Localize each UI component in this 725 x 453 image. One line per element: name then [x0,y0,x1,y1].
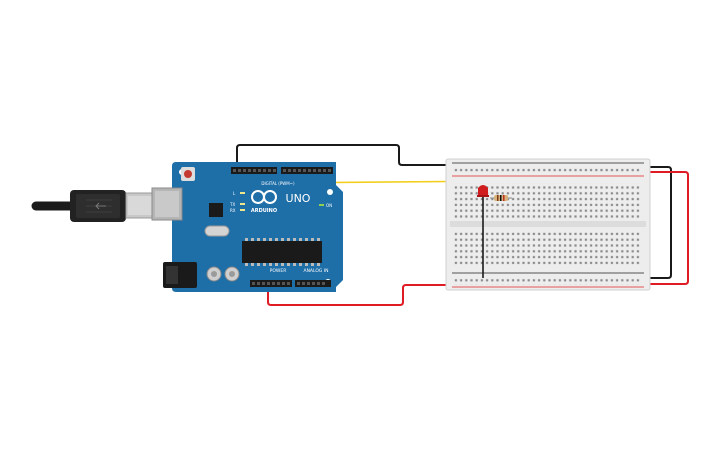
wire-5v[interactable] [267,284,458,306]
rail-holes-top[interactable] [454,166,640,174]
crystal [204,225,230,237]
svg-text:TX: TX [229,202,235,207]
arduino-logo: ARDUINO [251,190,277,214]
wire-gnd-top[interactable] [236,144,458,168]
digital-label: DIGITAL (PWM~) [261,181,295,186]
power-header[interactable]: POWER ANALOG IN [250,268,331,287]
capacitors [206,266,240,282]
model-label: UNO [286,192,311,205]
svg-text:RX: RX [230,208,236,213]
power-label: POWER [270,268,287,274]
usb-cable[interactable] [31,190,159,222]
wire-gnd-rail[interactable] [636,166,672,279]
arduino-board[interactable]: DIGITAL (PWM~) POWER ANALOG IN ARDUINO U… [151,162,343,292]
reset-button[interactable] [181,167,195,181]
breadboard[interactable] [445,158,651,291]
center-channel [450,221,646,227]
led-body [478,185,488,196]
onboard-leds: L TX RX ON [229,191,332,213]
usb-chip [209,203,223,217]
brand-label: ARDUINO [251,208,277,214]
svg-text:L: L [233,191,236,196]
rail-holes-bottom[interactable] [454,276,640,285]
atmega-chip [242,238,322,266]
terminal-holes-bottom[interactable] [454,230,640,266]
usb-icon [95,202,106,210]
analog-label: ANALOG IN [303,268,328,274]
svg-text:ON: ON [326,203,332,208]
resistor[interactable] [490,195,512,201]
digital-header[interactable]: DIGITAL (PWM~) [231,167,333,186]
wire-5v-rail[interactable] [636,171,689,285]
led[interactable] [477,185,489,197]
